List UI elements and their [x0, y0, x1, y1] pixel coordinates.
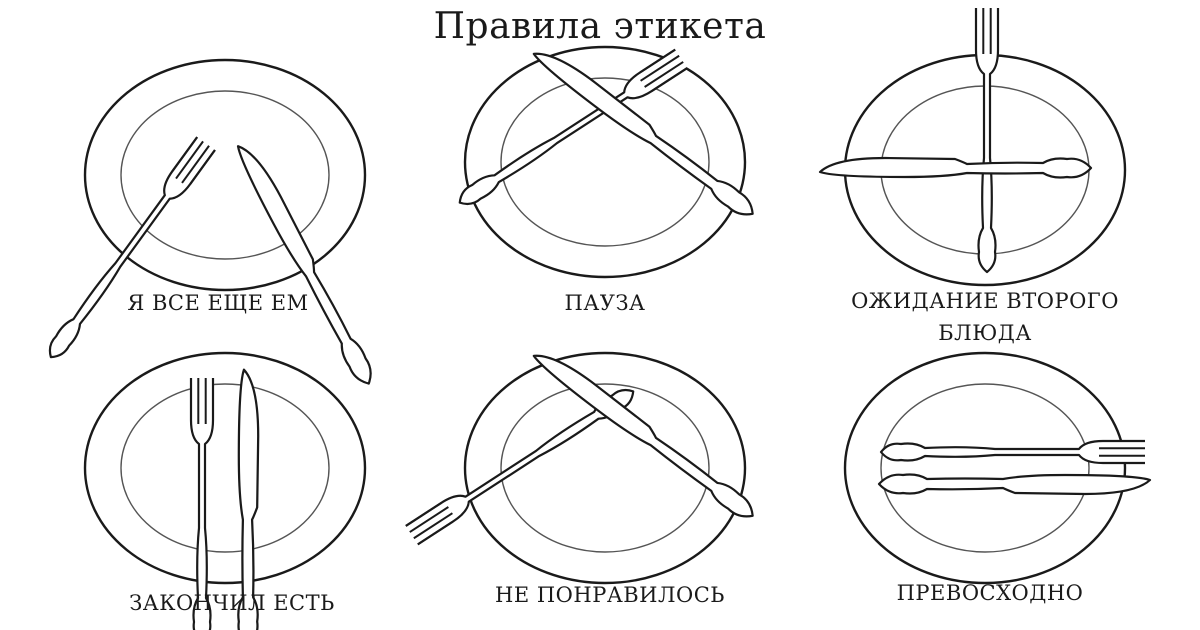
panel-waiting-second-course: ОЖИДАНИЕ ВТОРОГО БЛЮДА [818, 6, 1127, 345]
panel-label: ПРЕВОСХОДНО [897, 581, 1084, 605]
panel-label: Я ВСЕ ЕЩЕ ЕМ [127, 291, 308, 315]
plate-icon [83, 351, 367, 585]
plate-icon [843, 351, 1127, 585]
plate-icon [463, 45, 747, 279]
knife-icon [877, 473, 1152, 496]
panel-disliked: НЕ ПОНРАВИЛОСЬ [404, 343, 760, 607]
page-title: Правила этикета [433, 6, 767, 47]
plate-icon [463, 351, 747, 585]
panel-label: ОЖИДАНИЕ ВТОРОГО [851, 289, 1119, 313]
panel-label: БЛЮДА [938, 321, 1032, 345]
panel-still-eating: Я ВСЕ ЕЩЕ ЕМ [40, 58, 379, 390]
panel-label: ЗАКОНЧИЛ ЕСТЬ [129, 591, 335, 615]
panel-label: НЕ ПОНРАВИЛОСЬ [495, 583, 725, 607]
panel-pause: ПАУЗА [452, 41, 760, 315]
knife-icon [818, 156, 1093, 179]
panel-excellent: ПРЕВОСХОДНО [843, 351, 1152, 605]
panel-label: ПАУЗА [565, 291, 646, 315]
panel-finished: ЗАКОНЧИЛ ЕСТЬ [83, 351, 367, 630]
